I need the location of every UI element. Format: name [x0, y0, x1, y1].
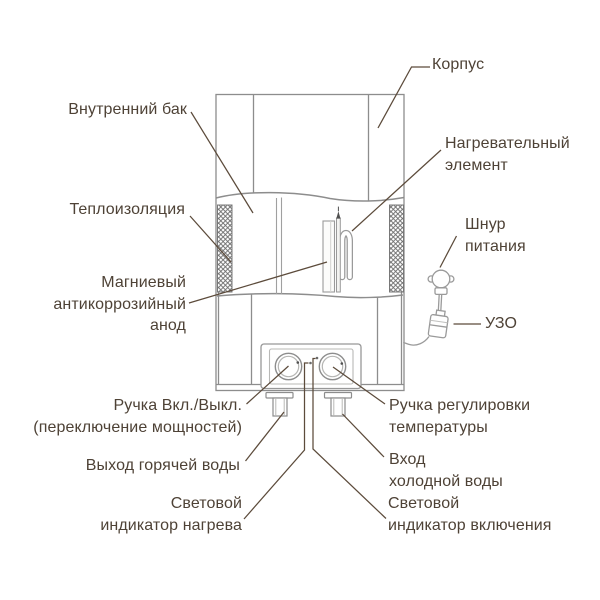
leader-inner-tank	[190, 111, 254, 214]
leader-power-indicator	[312, 357, 387, 519]
label-inner-tank: Внутренний бак	[68, 101, 187, 118]
leader-lines	[188, 66, 481, 520]
hot-water-pipe	[265, 391, 294, 417]
power-cord-lower	[402, 336, 430, 346]
temp-knob-marker	[340, 362, 344, 365]
leader-korpus	[377, 66, 430, 129]
cold-water-pipe	[323, 391, 353, 417]
leader-power-knob	[246, 365, 289, 405]
element-terminal	[336, 206, 341, 293]
leader-hot-water	[245, 411, 285, 462]
label-korpus: Корпус	[432, 56, 485, 73]
tank-top-wave	[215, 191, 405, 202]
leader-power-cord	[439, 235, 458, 268]
insulation-hatch-right	[389, 204, 404, 293]
label-temp-knob: Ручка регулировки температуры	[389, 397, 531, 436]
label-insulation: Теплоизоляция	[69, 201, 185, 218]
water-heater	[215, 93, 405, 417]
heating-element	[339, 229, 353, 281]
power-knob-marker	[296, 361, 300, 364]
magnesium-anode	[322, 220, 336, 293]
power-cord-assembly	[402, 269, 455, 346]
heat-led	[309, 361, 312, 365]
power-plug	[427, 269, 455, 296]
power-knob	[274, 352, 303, 381]
label-power-indicator: Световой индикатор включения	[388, 495, 552, 534]
power-led	[315, 356, 319, 360]
leader-temp-knob	[332, 366, 386, 405]
label-cold-water: Вход холодной воды	[389, 451, 503, 490]
leader-cold-water	[342, 413, 385, 458]
leader-heating-element	[351, 149, 442, 232]
casing-outline	[215, 93, 405, 392]
label-power-cord: Шнур питания	[465, 216, 526, 255]
control-panel-face	[268, 348, 354, 385]
inner-tube	[275, 197, 283, 295]
leader-insulation	[189, 215, 232, 263]
label-anode: Магниевый антикоррозийный анод	[53, 274, 186, 334]
label-heating-element: Нагревательный элемент	[445, 135, 570, 174]
label-heat-indicator: Световой индикатор нагрева	[100, 495, 242, 534]
tank-bottom-wave	[216, 292, 404, 299]
temp-knob	[318, 352, 347, 381]
leader-heat-indicator	[243, 362, 309, 520]
leader-anode	[188, 261, 328, 304]
label-power-knob: Ручка Вкл./Выкл. (переключение мощностей…	[33, 397, 242, 436]
rcd-device	[427, 309, 449, 339]
label-hot-water: Выход горячей воды	[85, 457, 240, 474]
label-rcd: УЗО	[485, 315, 518, 332]
